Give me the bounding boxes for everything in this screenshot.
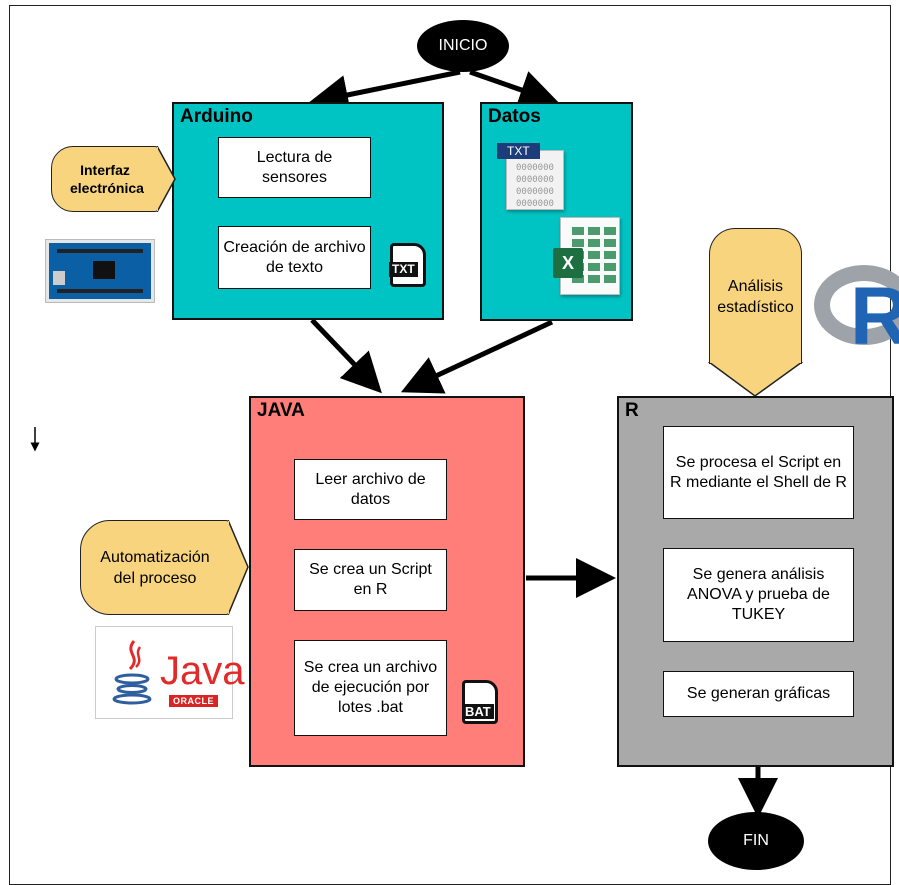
automatizacion-label-point: [228, 520, 249, 615]
end-node: FIN: [708, 812, 804, 870]
txt-file-icon: TXT: [389, 243, 426, 287]
java-logo-image: Java ORACLE: [95, 626, 245, 719]
excel-x-icon: X: [553, 248, 583, 278]
arduino-board-image: [46, 240, 154, 302]
r-step-anova-tukey: Se genera análisis ANOVA y prueba de TUK…: [663, 548, 854, 642]
analisis-label-point: [708, 362, 803, 397]
interfaz-label-point: [157, 146, 176, 212]
txt-document-label: TXT: [497, 143, 540, 159]
java-logo-word: Java: [160, 649, 245, 693]
r-step-process-script: Se procesa el Script en R mediante el Sh…: [663, 426, 854, 519]
arduino-step-create-text-file: Creación de archivo de texto: [218, 226, 371, 289]
txt-document-digits: 0000000 0000000 0000000 0000000: [516, 163, 554, 209]
java-title: JAVA: [257, 400, 305, 421]
arduino-step-read-sensors: Lectura de sensores: [218, 137, 371, 198]
start-node: INICIO: [417, 20, 509, 72]
r-title: R: [625, 400, 639, 421]
automatizacion-label: Automatización del proceso: [80, 520, 230, 615]
java-step-read-data: Leer archivo de datos: [294, 459, 447, 520]
txt-document-icon: [506, 150, 564, 210]
java-step-create-bat: Se crea un archivo de ejecución por lote…: [294, 640, 447, 736]
java-step-create-script: Se crea un Script en R: [294, 549, 447, 611]
oracle-logo-word: ORACLE: [169, 695, 218, 707]
java-cup-icon: [112, 640, 152, 705]
interfaz-electronica-label: Interfaz electrónica: [51, 146, 159, 212]
arduino-title: Arduino: [180, 106, 253, 127]
datos-title: Datos: [488, 106, 541, 127]
r-step-generate-charts: Se generan gráficas: [663, 671, 854, 717]
analisis-estadistico-label: Análisis estadístico: [709, 228, 802, 364]
datos-panel: Datos: [480, 102, 633, 321]
r-logo-letter: R: [850, 271, 899, 362]
bat-file-icon: BAT: [462, 680, 498, 724]
